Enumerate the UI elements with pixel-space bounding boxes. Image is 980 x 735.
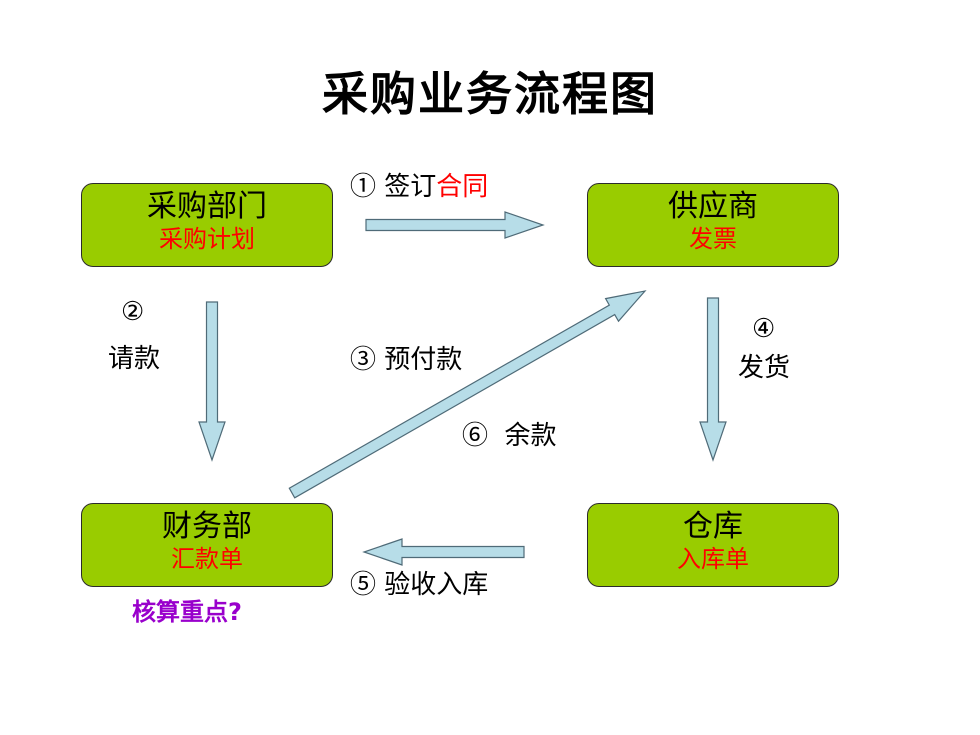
- node-warehouse-name: 仓库: [683, 509, 743, 544]
- arrow-request-payment: [198, 301, 226, 462]
- node-finance-name: 财务部: [162, 509, 252, 544]
- node-finance: 财务部 汇款单: [81, 503, 333, 587]
- node-purchasing-name: 采购部门: [147, 189, 267, 224]
- step-5-label: ⑤ 验收入库: [350, 570, 488, 600]
- step-2-text: 请款: [108, 344, 161, 374]
- node-warehouse: 仓库 入库单: [587, 503, 839, 587]
- step-5-text: 验收入库: [384, 570, 489, 600]
- step-2-number: ②: [121, 297, 145, 327]
- step-3-text: 预付款: [384, 345, 463, 375]
- node-supplier: 供应商 发票: [587, 183, 839, 267]
- node-purchasing-document: 采购计划: [159, 225, 255, 253]
- step-5-number: ⑤: [350, 570, 377, 600]
- accounting-note: 核算重点?: [132, 598, 242, 626]
- arrow-inspect-storage: [362, 538, 525, 566]
- arrow-prepayment: [288, 290, 647, 499]
- step-4-text: 发货: [738, 353, 791, 383]
- arrow-sign-contract: [365, 211, 545, 239]
- step-3-label: ③ 预付款: [350, 345, 462, 375]
- step-1-label: ① 签订合同: [350, 172, 488, 202]
- step-1-number: ①: [350, 172, 377, 202]
- step-3-number: ③: [350, 345, 377, 375]
- step-1-highlight: 合同: [436, 172, 489, 202]
- node-purchasing: 采购部门 采购计划: [81, 183, 333, 267]
- page-title: 采购业务流程图: [322, 67, 658, 121]
- step-6-label: ⑥ 余款: [462, 421, 557, 451]
- node-supplier-document: 发票: [689, 225, 737, 253]
- node-supplier-name: 供应商: [668, 189, 758, 224]
- step-6-number: ⑥: [462, 421, 489, 451]
- arrow-ship-goods: [699, 297, 727, 462]
- node-warehouse-document: 入库单: [677, 545, 749, 573]
- step-1-text: 签订: [384, 172, 437, 202]
- step-6-text: 余款: [504, 421, 557, 451]
- node-finance-document: 汇款单: [171, 545, 243, 573]
- step-4-number: ④: [752, 314, 776, 344]
